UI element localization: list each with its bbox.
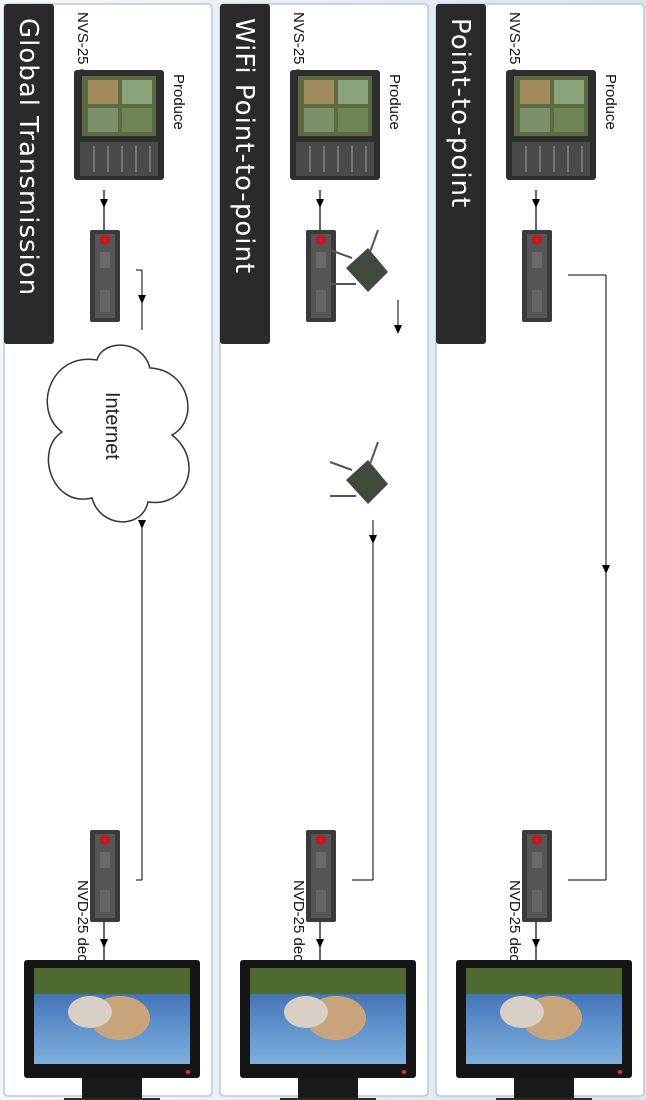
producer-label: Produce xyxy=(170,74,187,130)
arrow-icon xyxy=(138,295,146,304)
wifi-router-icon xyxy=(329,441,388,504)
tv-icon xyxy=(240,960,416,1100)
encoder-device-icon xyxy=(90,230,120,322)
panel-title: WiFi Point-to-point xyxy=(229,18,259,274)
title-bar xyxy=(220,4,270,344)
laptop-icon xyxy=(506,70,596,180)
title-bar xyxy=(4,4,54,344)
encoder-device-icon xyxy=(522,230,552,322)
panel-title: Global Transmission xyxy=(13,18,43,296)
decoder-device-icon xyxy=(90,830,120,922)
arrow-icon xyxy=(100,939,108,948)
tv-icon xyxy=(456,960,632,1100)
arrow-icon xyxy=(602,565,610,574)
arrow-icon xyxy=(138,520,146,529)
laptop-icon xyxy=(290,70,380,180)
decoder-device-icon xyxy=(522,830,552,922)
producer-label: Produce xyxy=(386,74,403,130)
cloud-icon: Internet xyxy=(46,344,190,523)
arrow-icon xyxy=(369,535,377,544)
internet-label: Internet xyxy=(101,392,123,460)
tv-icon xyxy=(24,960,200,1100)
arrow-icon xyxy=(532,199,540,208)
arrow-icon xyxy=(316,199,324,208)
producer-label: Produce xyxy=(602,74,619,130)
arrow-icon xyxy=(100,199,108,208)
arrow-icon xyxy=(394,325,402,334)
title-bar xyxy=(436,4,486,344)
panel-title: Point-to-point xyxy=(445,18,475,208)
arrow-icon xyxy=(532,939,540,948)
wifi-router-icon xyxy=(329,229,388,292)
laptop-icon xyxy=(74,70,164,180)
encoder-device-icon xyxy=(306,230,336,322)
decoder-device-icon xyxy=(306,830,336,922)
arrow-icon xyxy=(316,939,324,948)
